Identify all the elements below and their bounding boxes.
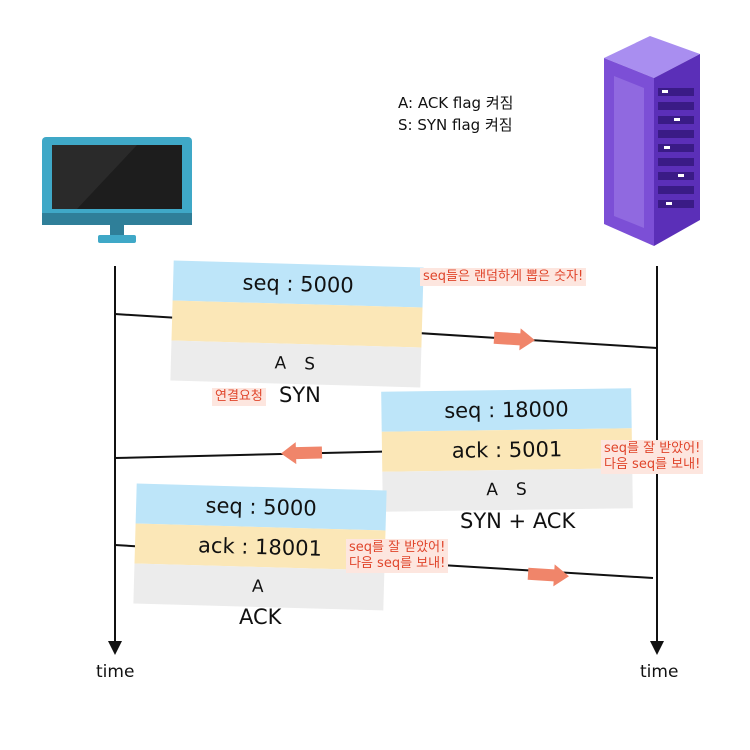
client-time-label: time	[96, 662, 135, 682]
ack-note-line1: seq를 잘 받았어!	[349, 540, 446, 555]
synack-ack-field: ack : 5001	[381, 428, 633, 472]
ack-flag-a: A	[251, 576, 266, 598]
syn-ack-field	[171, 300, 423, 348]
legend-syn-line: S: SYN flag 켜짐	[398, 116, 513, 134]
desktop-monitor-icon	[42, 137, 192, 243]
synack-received-note: seq를 잘 받았어! 다음 seq를 보내!	[601, 440, 704, 474]
syn-seq-field: seq : 5000	[172, 260, 424, 308]
ack-received-note: seq를 잘 받았어! 다음 seq를 보내!	[346, 539, 449, 573]
syn-flags-field: A S	[170, 340, 422, 388]
synack-seq-field: seq : 18000	[381, 388, 632, 432]
synack-flag-s: S	[515, 479, 529, 500]
random-seq-note: seq들은 랜덤하게 뽑은 숫자!	[420, 268, 587, 286]
synack-direction-arrow	[281, 442, 323, 465]
syn-caption: SYN	[279, 383, 321, 407]
flag-legend: A: ACK flag 켜짐 S: SYN flag 켜짐	[398, 92, 513, 136]
syn-packet: seq : 5000 A S	[170, 260, 424, 388]
synack-packet: seq : 18000 ack : 5001 A S	[381, 388, 633, 512]
connection-request-tag: 연결요청	[212, 388, 266, 406]
legend-ack-line: A: ACK flag 켜짐	[398, 94, 514, 112]
server-time-label: time	[640, 662, 679, 682]
synack-flag-a: A	[486, 480, 501, 501]
syn-flag-a: A	[274, 353, 289, 374]
syn-flag-s: S	[304, 354, 318, 375]
ack-seq-field: seq : 5000	[135, 483, 387, 531]
synack-note-line2: 다음 seq를 보내!	[604, 457, 701, 472]
synack-note-line1: seq를 잘 받았어!	[604, 441, 701, 456]
ack-direction-arrow	[527, 564, 569, 587]
synack-caption: SYN + ACK	[460, 509, 576, 533]
server-rack-icon	[604, 36, 700, 246]
ack-note-line2: 다음 seq를 보내!	[349, 556, 446, 571]
synack-flags-field: A S	[382, 468, 633, 512]
ack-caption: ACK	[239, 605, 282, 629]
syn-direction-arrow	[493, 328, 535, 351]
